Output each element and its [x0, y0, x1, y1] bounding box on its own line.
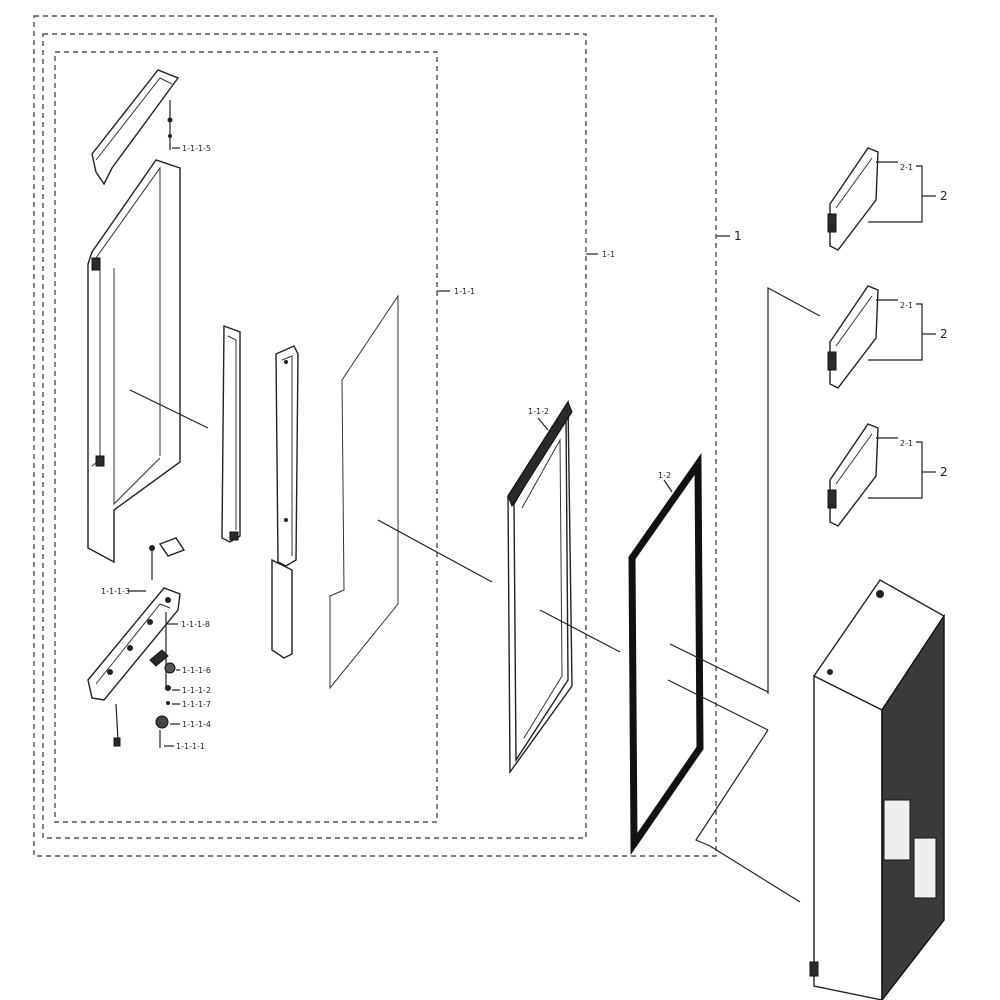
door-insulation-sheet: [329, 294, 493, 690]
label-washer: 1-1-1-2: [182, 686, 211, 695]
assembly-box-1-1: [42, 33, 587, 839]
label-door-assembly: 1-1: [602, 250, 615, 259]
door-outer-panel: [87, 159, 209, 564]
guard-1-sub-label: 2-1: [900, 163, 913, 172]
guard-3-label: 2: [940, 465, 948, 479]
guard-leader-line: [767, 286, 821, 694]
refrigerator-cabinet: [809, 579, 945, 1000]
label-cap: 1-1-1-8: [181, 620, 210, 629]
door-guard-2: 2-1 2: [827, 285, 948, 389]
door-gasket: 1-2: [628, 453, 769, 856]
label-screw-top: 1-1-1-5: [182, 144, 211, 153]
door-inner-liner: 1-1-2: [507, 399, 621, 775]
cabinet-leader-line: [695, 729, 801, 903]
label-bushing: 1-1-1-6: [182, 666, 211, 675]
door-rail-right: [271, 345, 299, 659]
label-door-liner: 1-1-2: [528, 407, 549, 416]
small-parts-stack: 1-1-1-8 1-1-1-6 1-1-1-2 1-1-1-7 1-1-1-4 …: [149, 612, 211, 751]
door-guard-1: 2-1 2: [827, 147, 948, 251]
guard-2-sub-label: 2-1: [900, 301, 913, 310]
guard-1-label: 2: [940, 189, 948, 203]
callout-1: 1: [716, 229, 742, 243]
guard-2-label: 2: [940, 327, 948, 341]
door-rail-left: [221, 324, 241, 543]
assembly-box-1: [33, 15, 717, 857]
label-door-inner: 1-1-1: [454, 287, 475, 296]
hinge-pin-part: 1-1-1-3: [101, 537, 186, 596]
callout-1-1-1: 1-1-1: [437, 287, 475, 296]
assembly-box-1-1-1: [54, 51, 438, 823]
callout-1-1: 1-1: [586, 250, 615, 259]
door-top-cap: 1-1-1-5: [91, 69, 211, 186]
label-pin: 1-1-1-7: [182, 700, 211, 709]
label-bolt: 1-1-1-1: [176, 742, 205, 751]
door-guard-3: 2-1 2: [827, 423, 948, 527]
label-hinge-pin: 1-1-1-3: [101, 587, 130, 596]
label-gasket: 1-2: [658, 471, 671, 480]
door-bottom-bracket: [87, 587, 181, 747]
label-assembly: 1: [734, 229, 742, 243]
label-cam: 1-1-1-4: [182, 720, 211, 729]
guard-3-sub-label: 2-1: [900, 439, 913, 448]
